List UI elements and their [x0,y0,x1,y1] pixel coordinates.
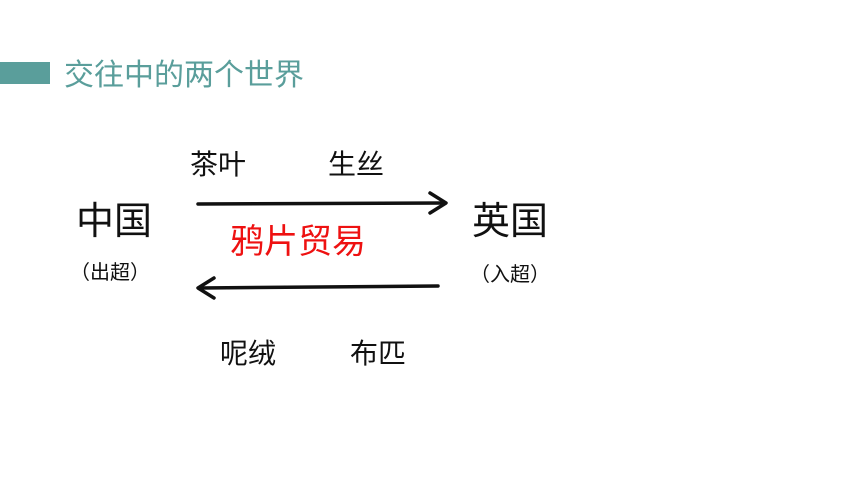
country-china: 中国 [76,199,153,243]
arrow-britain-to-china [196,276,440,300]
opium-trade-label: 鸦片贸易 [230,222,366,262]
top-goods-silk: 生丝 [328,148,385,181]
arrow-china-to-britain [196,191,448,215]
bottom-goods-wool: 呢绒 [220,337,277,370]
slide-title: 交往中的两个世界 [64,58,304,93]
title-accent-bar [0,62,50,84]
top-goods-tea: 茶叶 [190,148,247,181]
china-note: （出超） [70,260,150,284]
bottom-goods-cloth: 布匹 [350,337,407,370]
country-britain: 英国 [472,199,549,243]
britain-note: （入超） [470,262,550,286]
